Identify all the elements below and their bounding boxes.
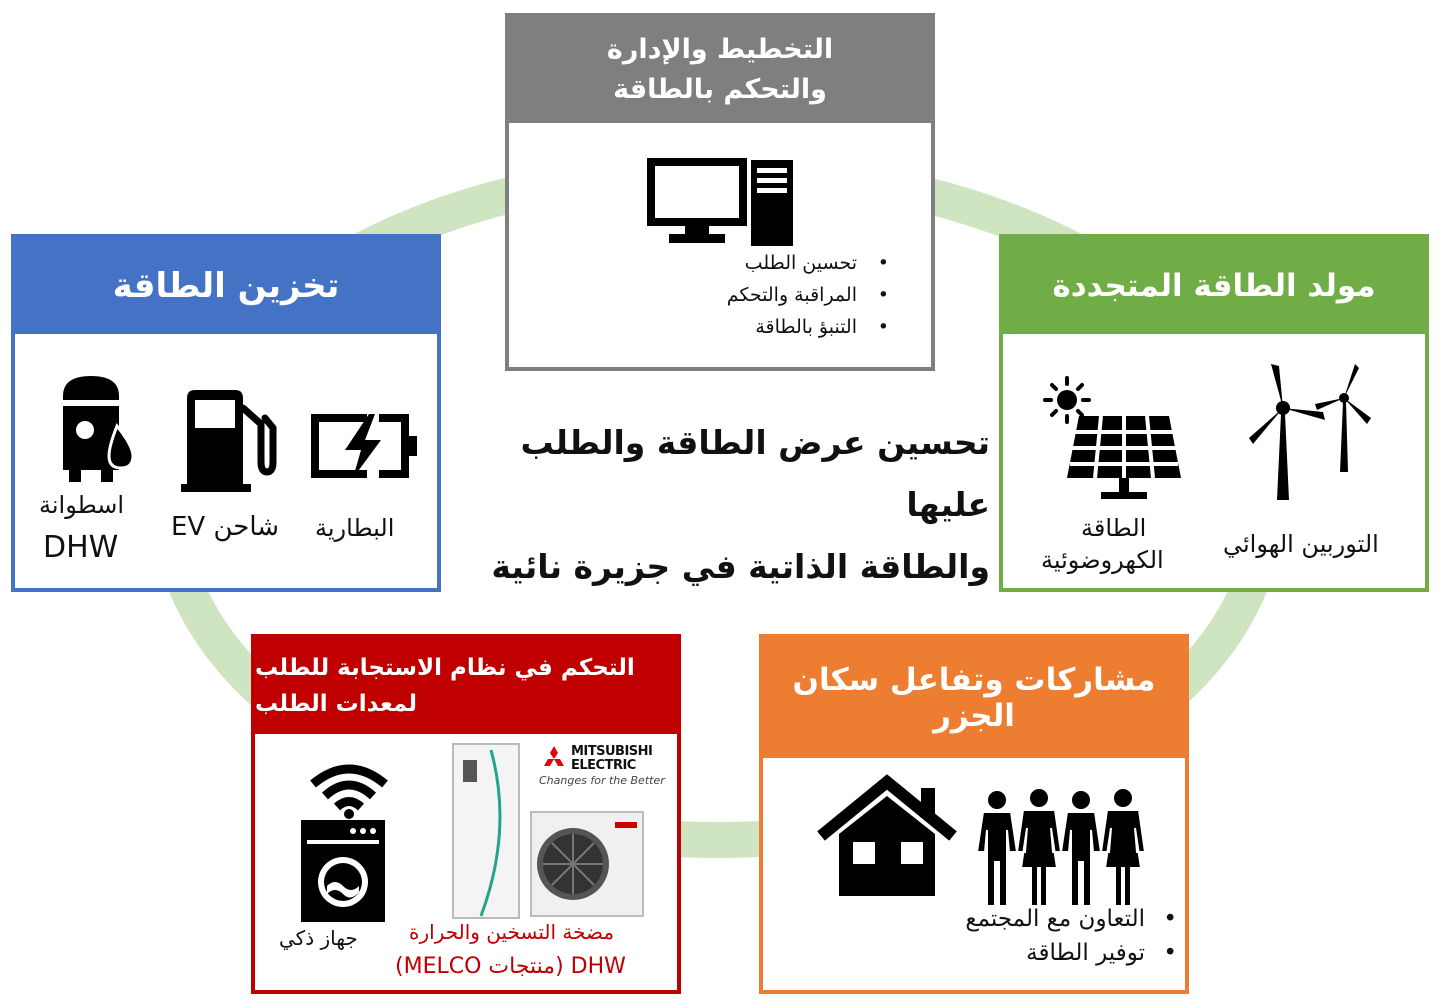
planning-bullet-list: تحسين الطلب المراقبة والتحكم التنبؤ بالط…	[689, 247, 889, 343]
brand-tagline: Changes for the Better	[539, 774, 665, 787]
fuel-pump-icon	[181, 390, 277, 492]
battery-label: البطارية	[315, 514, 395, 542]
demand-response-header: التحكم في نظام الاستجابة للطلب لمعدات ال…	[255, 638, 677, 734]
wind-turbine-icon	[1249, 364, 1371, 500]
community-title: مشاركات وتفاعل سكان الجزر	[792, 662, 1156, 734]
planning-bullet: التنبؤ بالطاقة	[689, 311, 889, 343]
people-icon	[975, 787, 1147, 907]
heat-pump-label-line1: مضخة التسخين والحرارة	[409, 920, 615, 944]
dhw-tank-label-line1: اسطوانة	[39, 491, 125, 519]
storage-header: تخزين الطاقة	[15, 238, 437, 334]
community-bullet-list: التعاون مع المجتمع توفير الطاقة	[947, 902, 1177, 970]
center-title: تحسين عرض الطاقة والطلب عليها والطاقة ال…	[440, 412, 990, 598]
heat-pump-illustration	[452, 743, 644, 919]
planning-header: التخطيط والإدارة والتحكم بالطاقة	[509, 17, 931, 123]
renewable-box: مولد الطاقة المتجددة التوربين الهوائي	[999, 234, 1429, 592]
renewable-header: مولد الطاقة المتجددة	[1003, 238, 1425, 334]
planning-bullet: تحسين الطلب	[689, 247, 889, 279]
demand-title-line2: لمعدات الطلب	[255, 691, 417, 717]
demand-response-box: التحكم في نظام الاستجابة للطلب لمعدات ال…	[251, 634, 681, 994]
solar-label-line1: الطاقة	[1081, 514, 1147, 542]
community-header: مشاركات وتفاعل سكان الجزر	[763, 638, 1185, 758]
center-title-line2: والطاقة الذاتية في جزيرة نائية	[491, 547, 990, 586]
demand-response-content: جهاز ذكي MITSUBISHI ELECTRIC Changes f	[255, 734, 677, 990]
community-bullet: توفير الطاقة	[947, 936, 1177, 970]
solar-panel-icon	[1043, 376, 1181, 499]
mitsubishi-logo-icon	[544, 746, 564, 766]
storage-content: البطارية شاحن EV اسطوانة DHW	[15, 334, 437, 588]
renewable-content: التوربين الهوائي	[1003, 334, 1425, 588]
battery-icon	[311, 414, 417, 478]
center-title-line1: تحسين عرض الطاقة والطلب عليها	[520, 423, 990, 524]
planning-title-line2: والتحكم بالطاقة	[613, 74, 827, 105]
wind-turbine-label: التوربين الهوائي	[1223, 530, 1379, 558]
planning-title-line1: التخطيط والإدارة	[606, 34, 834, 65]
dhw-tank-label-line2: DHW	[43, 530, 119, 565]
ev-charger-label: شاحن EV	[171, 512, 280, 542]
water-heater-icon	[59, 376, 135, 482]
solar-label-line2: الكهروضوئية	[1041, 546, 1164, 574]
community-box: مشاركات وتفاعل سكان الجزر التعاو	[759, 634, 1189, 994]
wifi-icon	[310, 764, 388, 819]
demand-title-line1: التحكم في نظام الاستجابة للطلب	[255, 655, 635, 681]
washing-machine-icon	[301, 820, 385, 922]
community-bullet: التعاون مع المجتمع	[947, 902, 1177, 936]
computer-icon	[647, 158, 793, 246]
storage-box: تخزين الطاقة البطارية شاحن EV اسطوانة	[11, 234, 441, 592]
house-icon	[817, 774, 957, 896]
renewable-title: مولد الطاقة المتجددة	[1052, 268, 1376, 304]
planning-content: تحسين الطلب المراقبة والتحكم التنبؤ بالط…	[509, 123, 931, 367]
brand-name-line1: MITSUBISHI	[571, 744, 653, 759]
smart-device-label: جهاز ذكي	[279, 926, 358, 950]
community-content: التعاون مع المجتمع توفير الطاقة	[763, 758, 1185, 990]
storage-title: تخزين الطاقة	[112, 266, 340, 306]
brand-name-line2: ELECTRIC	[571, 758, 636, 773]
planning-box: التخطيط والإدارة والتحكم بالطاقة تحسين ا…	[505, 13, 935, 371]
heat-pump-label-line2: DHW (منتجات MELCO)	[395, 954, 626, 979]
planning-bullet: المراقبة والتحكم	[689, 279, 889, 311]
